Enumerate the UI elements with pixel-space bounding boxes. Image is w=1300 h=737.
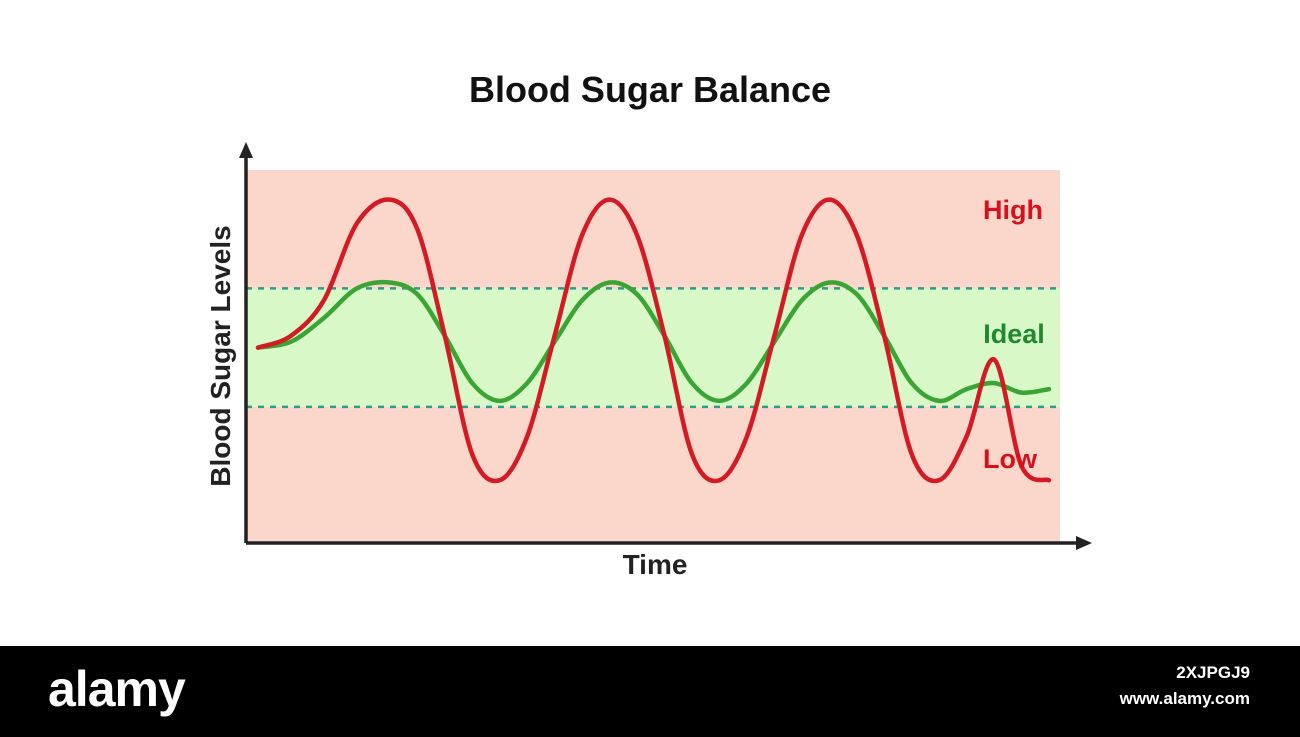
- image-id: 2XJPGJ9: [1176, 663, 1250, 682]
- zone-label-ideal: Ideal: [983, 319, 1045, 349]
- chart-title: Blood Sugar Balance: [469, 69, 831, 110]
- y-axis-label: Blood Sugar Levels: [205, 225, 236, 486]
- footer-url: www.alamy.com: [1119, 689, 1250, 708]
- axes: [239, 142, 1092, 550]
- chart-container: Blood Sugar Balance Time Blood Sugar Lev…: [205, 69, 1092, 580]
- footer-bar: alamy 2XJPGJ9 www.alamy.com: [0, 646, 1300, 737]
- x-axis-arrow-icon: [1076, 536, 1092, 550]
- blood-sugar-chart: Blood Sugar Balance Time Blood Sugar Lev…: [205, 69, 1092, 580]
- footer-logo: alamy: [48, 661, 186, 717]
- footer-right: 2XJPGJ9 www.alamy.com: [1120, 662, 1250, 714]
- y-axis-arrow-icon: [239, 142, 253, 158]
- zone-backgrounds: [246, 170, 1060, 543]
- zone-background-ideal: [246, 288, 1060, 407]
- zone-label-low: Low: [983, 444, 1038, 474]
- ideal-band-boundaries: [246, 287, 1060, 409]
- zone-background-low: [246, 406, 1060, 543]
- series-layer: [255, 197, 1052, 484]
- zone-background-high: [246, 170, 1060, 289]
- series-line-red: [255, 197, 1052, 484]
- zone-label-high: High: [983, 195, 1043, 225]
- x-axis-label: Time: [623, 549, 688, 580]
